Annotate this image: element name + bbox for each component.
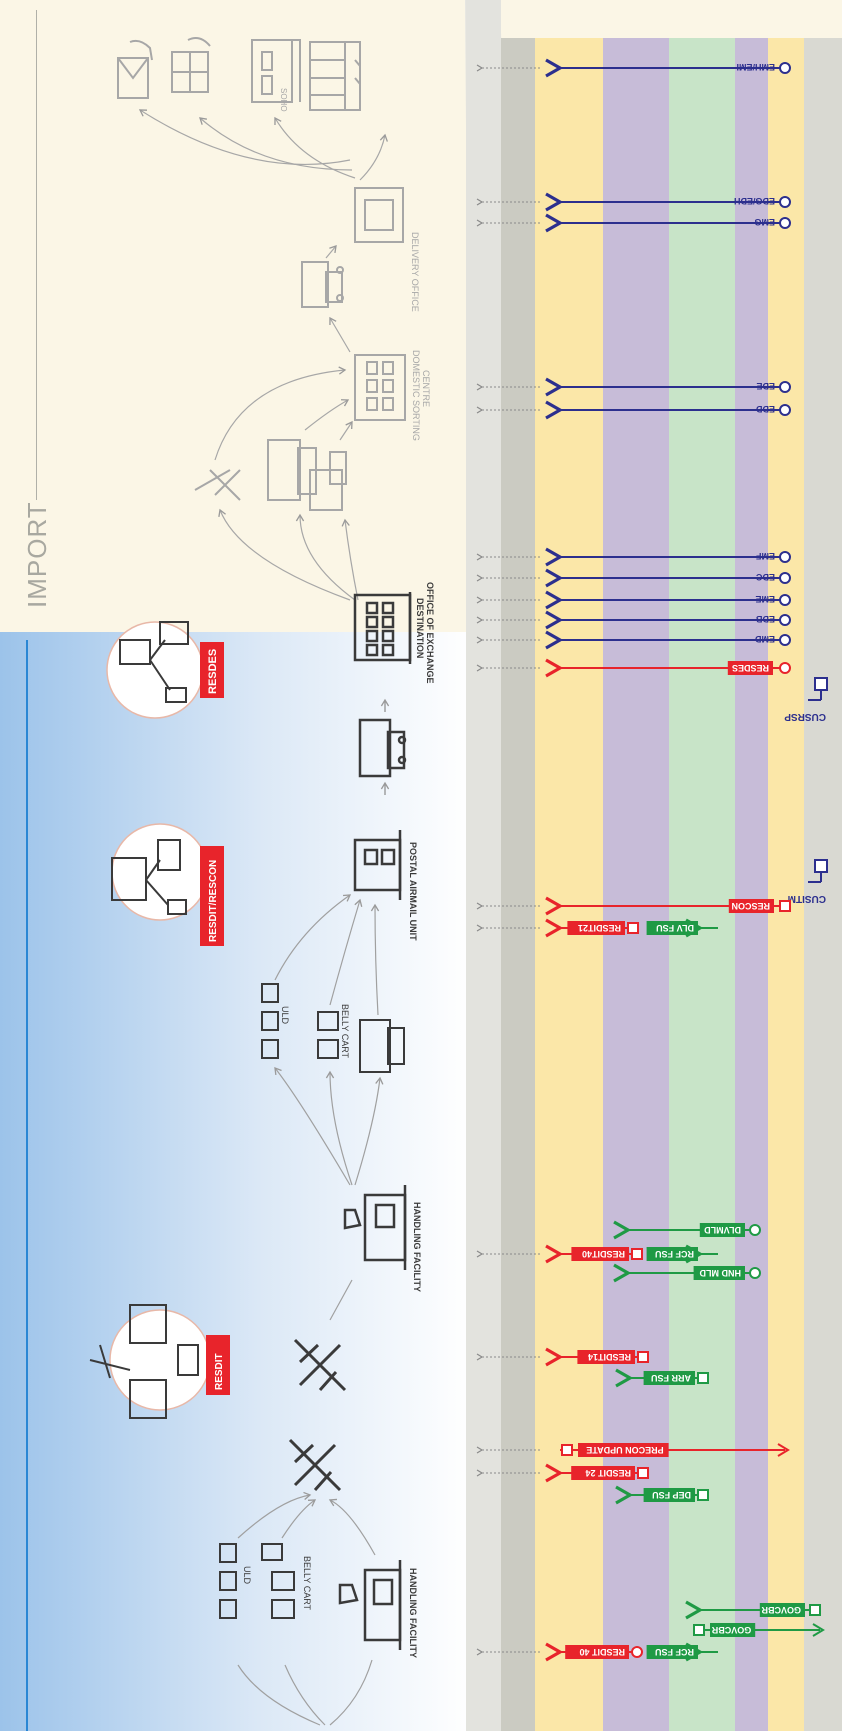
resdit-badge: RESDIT xyxy=(214,1353,225,1390)
band-lightgrey-right xyxy=(804,38,842,1731)
msg-edg_edh-label: EDG/EDH xyxy=(734,196,775,206)
msg-emh_emi-label: EMH/EMI xyxy=(736,62,775,72)
msg-cusitm-label: CUSITM xyxy=(788,893,826,904)
msg-dlvmld-label: DLVMLD xyxy=(704,1225,741,1235)
msg-dlv-fsu-label: DLV FSU xyxy=(656,923,694,933)
msg-resdit40a-label: RESDIT 40 xyxy=(579,1647,625,1657)
domestic-sorting-label-2: CENTRE xyxy=(421,370,431,407)
belly-cart-label-1: BELLY CART xyxy=(302,1556,312,1611)
msg-arr-fsu-label: ARR FSU xyxy=(651,1373,691,1383)
msg-rcf-fsu-a-label: RCF FSU xyxy=(655,1647,694,1657)
band-lightgrey-left xyxy=(466,0,501,1731)
band-green xyxy=(669,38,735,1731)
import-label-rule xyxy=(36,10,37,500)
import-label: IMPORT xyxy=(22,501,52,608)
msg-resdit24: RESDIT 24 xyxy=(560,1466,648,1480)
msg-rcf-fsu-b-label: RCF FSU xyxy=(655,1249,694,1259)
handling-facility-label-1: HANDLING FACILITY xyxy=(408,1568,418,1658)
msg-emd-label: EMD xyxy=(755,634,776,644)
band-yellow-2 xyxy=(768,38,804,1731)
msg-rescon-label: RESCON xyxy=(731,901,770,911)
msg-edc-label: EDC xyxy=(755,572,775,582)
msg-resdit21-label: RESDIT21 xyxy=(578,923,621,933)
msg-edb-label: EDB xyxy=(755,614,775,624)
msg-hnd-mld-label: HND MLD xyxy=(699,1268,741,1278)
msg-resdit24-label: RESDIT 24 xyxy=(585,1468,631,1478)
band-grey xyxy=(501,38,535,1731)
handling-facility-label-2: HANDLING FACILITY xyxy=(412,1202,422,1292)
msg-resdit40b-label: RESDIT40 xyxy=(582,1249,625,1259)
lane-bands xyxy=(466,0,842,1731)
soho-label: SOHO xyxy=(279,88,288,112)
destination-ooe-label-1: DESTINATION xyxy=(415,598,425,658)
msg-resdit14-label: RESDIT14 xyxy=(588,1352,631,1362)
uld-label-2: ULD xyxy=(280,1006,290,1025)
msg-dep-fsu-label: DEP FSU xyxy=(652,1490,691,1500)
msg-cusrsp-label: CUSRSP xyxy=(784,711,826,722)
resdit-rescon-badge: RESDIT/RESCON xyxy=(208,860,219,942)
uld-label-1: ULD xyxy=(242,1566,252,1585)
resdes-badge: RESDES xyxy=(207,649,219,694)
msg-precon-update-label: PRECON UPDATE xyxy=(586,1445,663,1455)
msg-govcbr-2-label: GOVCBR xyxy=(711,1625,751,1635)
msg-edd-label: EDD xyxy=(755,404,775,414)
msg-resdes-label: RESDES xyxy=(732,663,769,673)
postal-airmail-unit-label: POSTAL AIRMAIL UNIT xyxy=(408,842,418,941)
delivery-office-label: DELIVERY OFFICE xyxy=(410,232,420,312)
belly-cart-label-2: BELLY CART xyxy=(340,1004,350,1059)
band-purple-2 xyxy=(735,38,768,1731)
msg-eme-label: EME xyxy=(755,594,775,604)
msg-emf-label: EMF xyxy=(756,551,776,561)
msg-ede-label: EDE xyxy=(756,381,775,391)
msg-govcbr-1-label: GOVCBR xyxy=(761,1605,801,1615)
destination-ooe-label-2: OFFICE OF EXCHANGE xyxy=(425,582,435,684)
msg-emg-label: EMG xyxy=(754,217,775,227)
domestic-sorting-label-1: DOMESTIC SORTING xyxy=(411,350,421,441)
